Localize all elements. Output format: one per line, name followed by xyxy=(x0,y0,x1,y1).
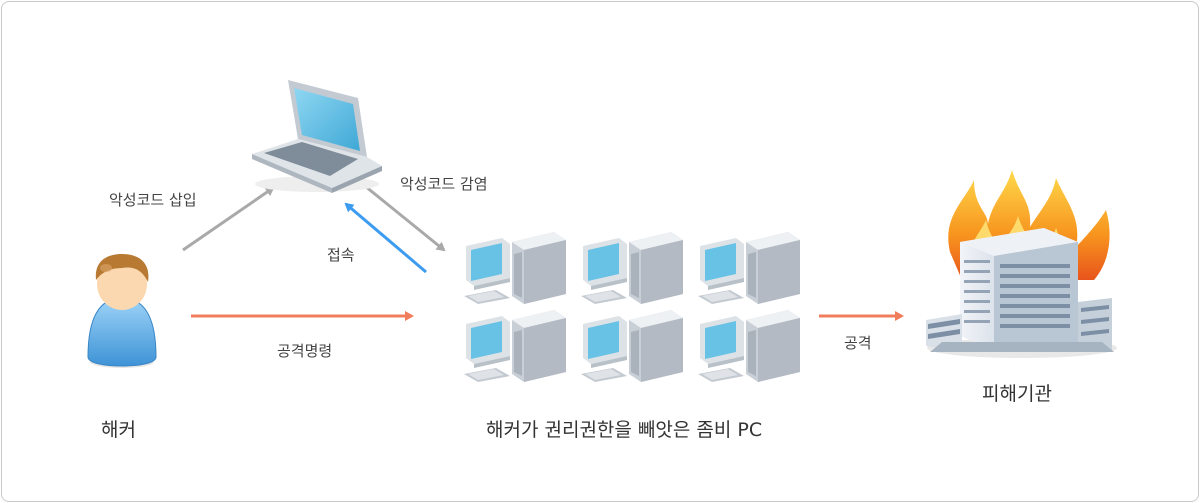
infect-label: 악성코드 감염 xyxy=(400,175,488,193)
burning-building-icon xyxy=(926,170,1117,358)
insert-label: 악성코드 삽입 xyxy=(109,191,197,209)
command-label: 공격명령 xyxy=(277,342,333,360)
insert-arrow xyxy=(182,186,275,252)
infect-arrow xyxy=(359,180,446,252)
hacker-person-icon xyxy=(87,254,157,368)
connect-label: 접속 xyxy=(327,246,355,264)
hacker-label: 해커 xyxy=(101,419,136,441)
zombie-pc-label: 해커가 권리권한을 빼앗은 좀비 PC xyxy=(486,419,763,441)
zombie-pc-icon xyxy=(464,232,800,382)
attack-label: 공격 xyxy=(844,334,872,352)
victim-label: 피해기관 xyxy=(982,383,1052,405)
laptop-icon xyxy=(252,80,382,193)
connect-arrow xyxy=(344,202,427,274)
